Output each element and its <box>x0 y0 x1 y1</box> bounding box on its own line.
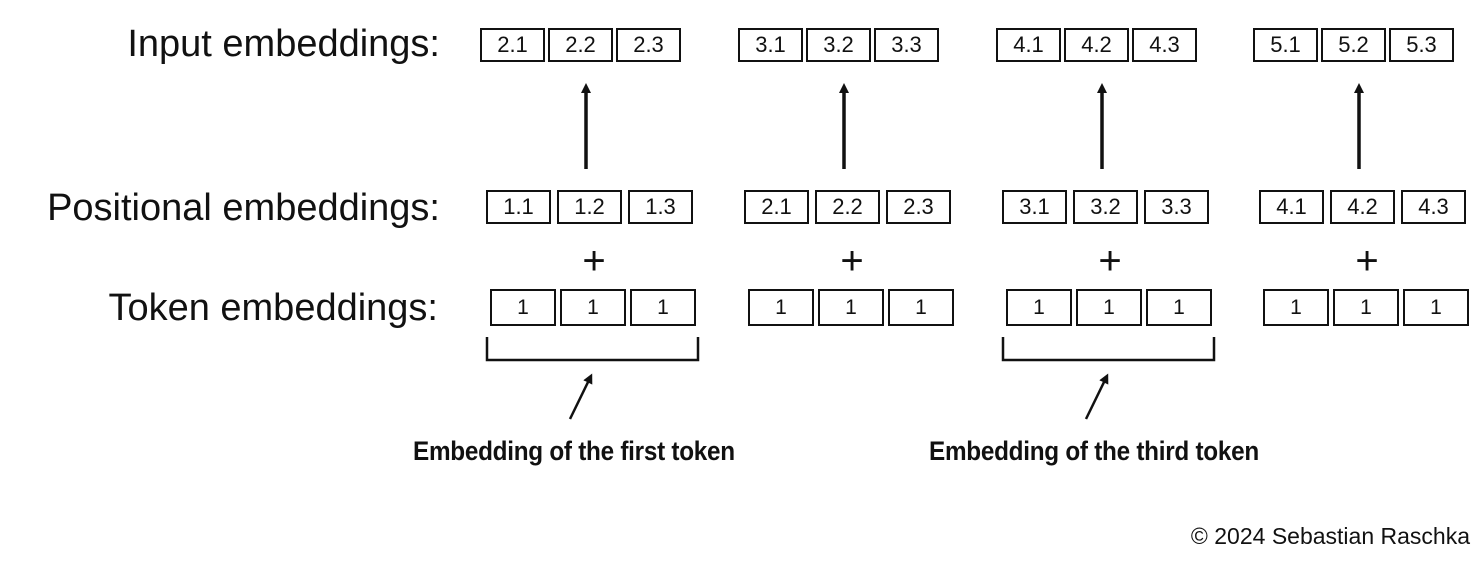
input-embedding-cell: 5.1 <box>1253 28 1318 62</box>
copyright-credit: © 2024 Sebastian Raschka <box>1190 523 1470 549</box>
token-embedding-cell: 1 <box>630 289 696 326</box>
third-token-caption: Embedding of the third token <box>929 436 1259 466</box>
token-embedding-cell: 1 <box>1006 289 1072 326</box>
input-embedding-cell: 2.3 <box>616 28 681 62</box>
input-embedding-cell: 2.2 <box>548 28 613 62</box>
plus-operator: + <box>1355 239 1379 283</box>
input-embeddings-label: Input embeddings: <box>127 23 440 65</box>
positional-embedding-cell: 4.3 <box>1401 190 1466 224</box>
input-embedding-cell: 3.2 <box>806 28 871 62</box>
input-embedding-cell: 3.3 <box>874 28 939 62</box>
positional-embedding-cell: 3.2 <box>1073 190 1138 224</box>
input-embedding-cell: 5.3 <box>1389 28 1454 62</box>
positional-embedding-cell: 4.1 <box>1259 190 1324 224</box>
token-embedding-cell: 1 <box>1076 289 1142 326</box>
token-bracket <box>485 337 700 362</box>
positional-embedding-cell: 2.1 <box>744 190 809 224</box>
positional-embedding-cell: 3.1 <box>1002 190 1067 224</box>
positional-embedding-cell: 3.3 <box>1144 190 1209 224</box>
positional-embedding-cell: 2.2 <box>815 190 880 224</box>
positional-embedding-cell: 1.3 <box>628 190 693 224</box>
token-embedding-cell: 1 <box>888 289 954 326</box>
plus-operator: + <box>582 239 606 283</box>
token-embedding-cell: 1 <box>1146 289 1212 326</box>
input-embedding-cell: 4.2 <box>1064 28 1129 62</box>
token-embedding-cell: 1 <box>1333 289 1399 326</box>
plus-operator: + <box>1098 239 1122 283</box>
token-embedding-cell: 1 <box>748 289 814 326</box>
input-embedding-cell: 2.1 <box>480 28 545 62</box>
positional-embedding-cell: 2.3 <box>886 190 951 224</box>
positional-embeddings-label: Positional embeddings: <box>47 187 440 229</box>
token-embedding-cell: 1 <box>818 289 884 326</box>
positional-embedding-cell: 1.1 <box>486 190 551 224</box>
input-embedding-cell: 5.2 <box>1321 28 1386 62</box>
input-embedding-cell: 4.3 <box>1132 28 1197 62</box>
input-embedding-cell: 3.1 <box>738 28 803 62</box>
token-embedding-cell: 1 <box>1263 289 1329 326</box>
pointer-arrow <box>1084 373 1109 420</box>
positional-embedding-cell: 4.2 <box>1330 190 1395 224</box>
pointer-arrow <box>568 373 593 420</box>
input-embedding-cell: 4.1 <box>996 28 1061 62</box>
token-embeddings-label: Token embeddings: <box>108 287 438 329</box>
positional-embedding-cell: 1.2 <box>557 190 622 224</box>
token-bracket <box>1001 337 1216 362</box>
first-token-caption: Embedding of the first token <box>413 436 735 466</box>
token-embedding-cell: 1 <box>560 289 626 326</box>
token-embedding-cell: 1 <box>1403 289 1469 326</box>
plus-operator: + <box>840 239 864 283</box>
token-embedding-cell: 1 <box>490 289 556 326</box>
